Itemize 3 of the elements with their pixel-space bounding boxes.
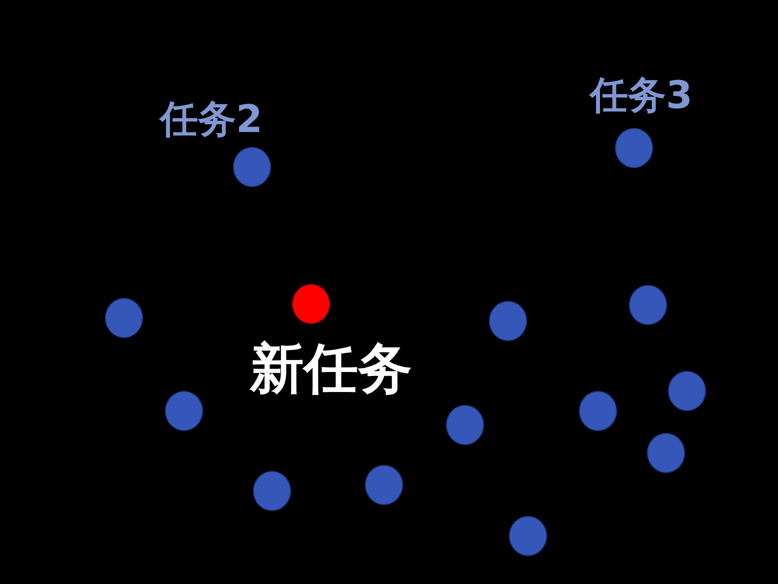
point-label: 任务3 (590, 76, 692, 114)
point-label: 任务2 (160, 100, 262, 138)
point-label: 新任务 (250, 342, 412, 396)
